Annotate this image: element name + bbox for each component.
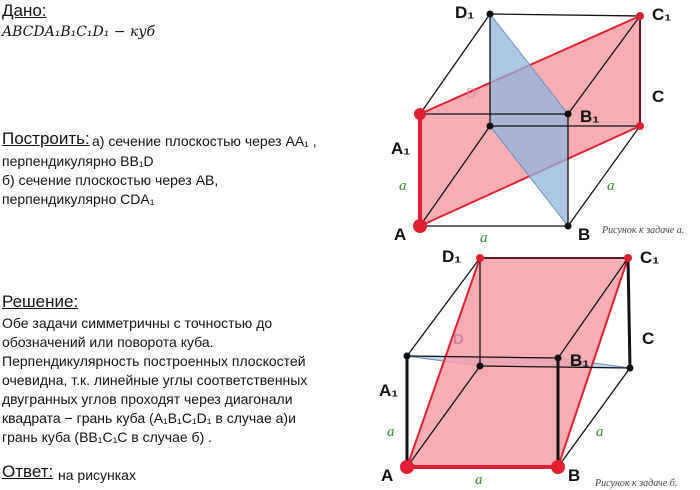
solution-line: очевидна, т.к. линейные углы соответстве… — [2, 372, 308, 388]
construct-line-3: б) сечение плоскостью через AB, — [2, 172, 219, 188]
label-c1: C₁ — [640, 248, 659, 267]
construct-line-2: перпендикулярно BB₁D — [2, 153, 154, 169]
edge-label-right: a — [596, 424, 604, 440]
label-a: A — [394, 225, 406, 244]
edge-label-left: a — [399, 178, 407, 194]
label-d1: D₁ — [455, 3, 474, 22]
caption-b: Рисунок к задаче б. — [594, 478, 677, 489]
caption-a: Рисунок к задаче а. — [601, 225, 684, 236]
vertex-a1 — [403, 352, 411, 360]
solution-line: грань куба (BB₁C₁C в случае б) . — [2, 429, 213, 445]
label-d: D — [466, 85, 477, 102]
edge-label-right: a — [607, 178, 615, 194]
cube-edges-a — [419, 13, 641, 227]
edge-cc1-b — [626, 257, 632, 369]
vertex-d — [486, 122, 494, 130]
given-header: Дано: — [2, 1, 47, 20]
vertex-d — [476, 362, 484, 370]
label-a: A — [381, 466, 393, 485]
blue-plane-a — [489, 12, 569, 228]
construct-line-4: перпендикулярно CDA₁ — [2, 191, 155, 207]
label-a1: A₁ — [391, 139, 410, 158]
vertex-d1 — [476, 254, 484, 262]
vertex-a — [413, 219, 427, 233]
vertex-c — [626, 364, 634, 372]
label-c: C — [652, 87, 664, 106]
label-b: B — [578, 225, 590, 244]
edge-label-left: a — [387, 424, 395, 440]
label-b: B — [568, 466, 580, 485]
given-cube-label: ABCDA₁B₁C₁D₁ − куб — [2, 24, 156, 40]
solution-header: Решение: — [2, 292, 79, 311]
answer-header: Ответ: — [2, 462, 54, 481]
cube-edges-b — [406, 257, 631, 468]
label-d1: D₁ — [442, 247, 461, 266]
section-plane-b — [405, 257, 630, 468]
edge-label-bottom: a — [475, 472, 483, 488]
construct-header: Построить: — [2, 129, 90, 148]
solution-line: квадрата − грань куба (A₁B₁C₁D₁ в случае… — [2, 410, 296, 426]
solution-line: обозначений или поворота куба. — [2, 334, 214, 350]
construct-line-1: а) сечение плоскостью через AA₁ , — [92, 133, 317, 149]
vertex-a1 — [414, 108, 426, 120]
vertex-c — [636, 122, 644, 130]
solution-line: Перпендикулярность построенных плоскосте… — [2, 353, 306, 369]
vertex-b1 — [564, 110, 572, 118]
vertex-c1 — [624, 254, 632, 262]
edge-label-bottom: a — [480, 230, 488, 246]
label-b1: B₁ — [570, 351, 589, 370]
vertex-a — [400, 460, 414, 474]
figure-b: D₁ C₁ C B₁ A₁ A B D a a a Рисунок к зада… — [379, 247, 677, 489]
vertex-b — [551, 460, 565, 474]
label-b1: B₁ — [580, 107, 599, 126]
answer-text: на рисунках — [58, 467, 136, 483]
vertex-c1 — [636, 12, 644, 20]
solution-line: двугранных углов проходят через диагонал… — [2, 391, 293, 407]
figure-a: D₁ C₁ C B₁ A₁ A B D a a a Рисунок к зада… — [391, 3, 684, 246]
vertex-b — [564, 222, 572, 230]
label-c: C — [642, 329, 654, 348]
vertex-b1 — [554, 354, 562, 362]
label-a1: A₁ — [379, 381, 398, 400]
label-d: D — [453, 331, 464, 348]
label-c1: C₁ — [652, 5, 671, 24]
solution-line: Обе задачи симметричны с точностью до — [2, 315, 273, 331]
vertex-d1 — [486, 10, 494, 18]
